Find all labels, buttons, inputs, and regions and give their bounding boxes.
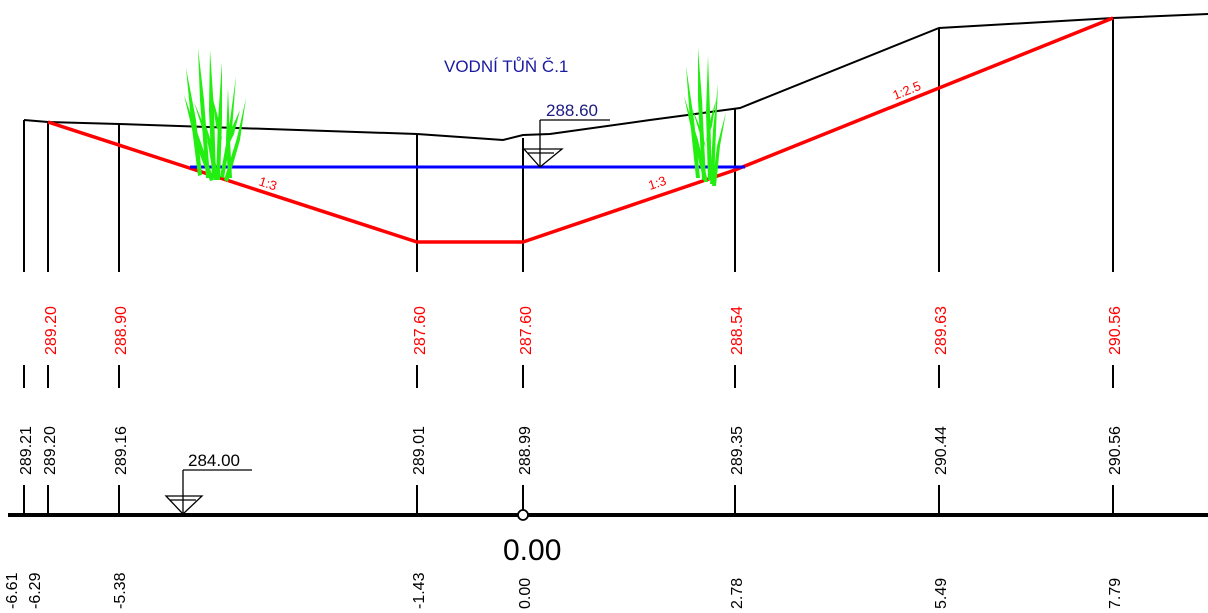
station-offset-label: -6.29: [27, 572, 44, 609]
base-ticks: [23, 485, 1114, 515]
slope-label-right: 1:3: [646, 173, 668, 193]
design-profile-line: [47, 16, 1114, 244]
design-elevations: 289.20 288.90 287.60 287.60 288.54 289.6…: [43, 306, 1124, 355]
water-level-label: 288.60: [546, 101, 598, 120]
label-ticks: [23, 365, 1114, 388]
axis-zero-label: 0.00: [503, 534, 561, 567]
slope-label-left: 1:3: [257, 174, 279, 194]
datum-marker: 284.00: [164, 451, 252, 515]
design-elevation-label: 289.63: [933, 306, 950, 355]
station-offset-label: -1.43: [411, 572, 428, 609]
terrain-elevation-label: 289.21: [18, 426, 35, 475]
water-level-triangle-icon: [522, 119, 610, 168]
design-elevation-label: 288.54: [729, 306, 746, 355]
section-title: VODNÍ TŮŇ Č.1: [444, 57, 568, 76]
axis-origin-marker: [517, 509, 529, 521]
station-offset-label: 5.49: [933, 578, 950, 609]
design-elevation-label: 290.56: [1107, 306, 1124, 355]
station-lines: [23, 18, 1114, 272]
terrain-elevation-label: 290.44: [933, 426, 950, 475]
datum-triangle-icon: [164, 469, 252, 515]
terrain-elevation-label: 289.01: [411, 426, 428, 475]
terrain-elevation-label: 289.35: [729, 426, 746, 475]
datum-label: 284.00: [188, 451, 240, 470]
terrain-elevation-label: 290.56: [1107, 426, 1124, 475]
terrain-elevation-label: 289.20: [42, 426, 59, 475]
station-offset-label: 2.78: [729, 578, 746, 609]
terrain-elevation-label: 288.99: [517, 426, 534, 475]
station-offset-label: -6.61: [4, 572, 21, 609]
terrain-elevations: 289.21 289.20 289.16 289.01 288.99 289.3…: [18, 426, 1124, 475]
design-elevation-label: 287.60: [412, 306, 429, 355]
station-offset-label: 0.00: [517, 578, 534, 609]
station-offsets: -6.61 -6.29 -5.38 -1.43 0.00 2.78 5.49 7…: [4, 572, 1124, 609]
design-elevation-label: 289.20: [43, 306, 60, 355]
station-offset-label: -5.38: [112, 572, 129, 609]
design-elevation-label: 287.60: [518, 306, 535, 355]
station-offset-label: 7.79: [1107, 578, 1124, 609]
design-elevation-label: 288.90: [113, 306, 130, 355]
reed-plant-icon: [684, 48, 726, 186]
water-level-marker: 288.60: [522, 101, 610, 168]
reed-plant-icon: [184, 48, 246, 182]
terrain-line: [23, 13, 1208, 142]
terrain-elevation-label: 289.16: [113, 426, 130, 475]
